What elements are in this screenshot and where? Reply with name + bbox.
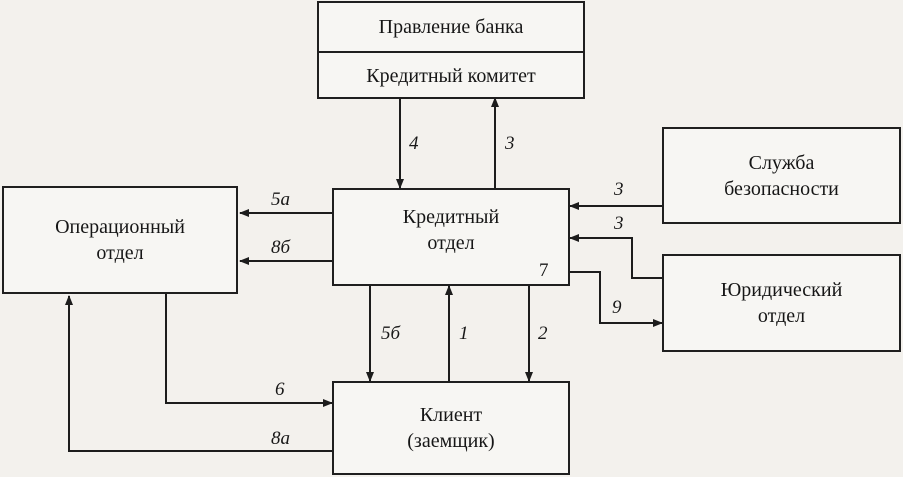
edge-credit-to-legal bbox=[570, 271, 663, 327]
operations-line-1: Операционный bbox=[55, 216, 185, 238]
edge-client-to-operations bbox=[65, 295, 332, 452]
edge-label-8b: 8б bbox=[271, 237, 291, 258]
edge-label-9: 9 bbox=[612, 297, 622, 318]
security-box: Служба безопасности bbox=[662, 127, 901, 224]
operations-line-2: отдел bbox=[96, 242, 144, 264]
edge-label-2: 2 bbox=[538, 323, 548, 344]
edge-legal-to-credit bbox=[569, 234, 662, 279]
board-text: Правление банка bbox=[378, 16, 524, 38]
legal-line-2: отдел bbox=[757, 305, 806, 327]
edge-label-5a: 5а bbox=[271, 189, 290, 210]
credit-committee-text: Кредитный комитет bbox=[366, 65, 536, 87]
legal-line-1: Юридический bbox=[720, 279, 843, 301]
credit-committee-label: Кредитный комитет bbox=[319, 53, 583, 99]
edge-label-3-committee: 3 bbox=[505, 133, 515, 154]
credit-department-line-1: Кредитный bbox=[402, 206, 500, 228]
credit-department-box: Кредитный отдел 7 bbox=[332, 188, 570, 286]
management-box: Правление банка Кредитный комитет bbox=[317, 1, 585, 99]
edge-label-6: 6 bbox=[275, 379, 285, 400]
credit-department-line-2: отдел bbox=[427, 232, 475, 254]
edge-label-3-security: 3 bbox=[614, 179, 624, 200]
legal-box: Юридический отдел bbox=[662, 254, 901, 352]
client-box: Клиент (заемщик) bbox=[332, 381, 570, 475]
credit-step-7-label: 7 bbox=[539, 260, 549, 281]
security-line-1: Служба bbox=[748, 151, 815, 174]
client-line-2: (заемщик) bbox=[407, 430, 495, 452]
edge-label-4: 4 bbox=[409, 133, 419, 154]
edge-label-8a: 8а bbox=[271, 428, 290, 449]
edge-label-3-legal: 3 bbox=[614, 213, 624, 234]
security-line-2: безопасности bbox=[724, 177, 839, 200]
edge-operations-to-client bbox=[165, 294, 333, 407]
edge-label-1: 1 bbox=[459, 323, 469, 344]
board-label: Правление банка bbox=[319, 3, 583, 53]
client-line-1: Клиент bbox=[419, 404, 483, 426]
edge-label-5b: 5б bbox=[381, 323, 401, 344]
operations-box: Операционный отдел bbox=[2, 186, 238, 294]
